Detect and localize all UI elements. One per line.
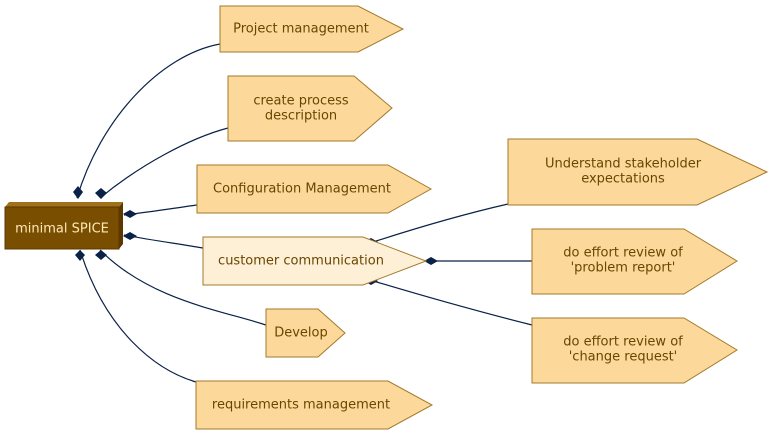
edge-cc-change-request xyxy=(369,279,533,326)
edge-root-develop xyxy=(99,249,267,326)
diamond-marker xyxy=(95,188,107,199)
node-shape xyxy=(195,380,434,430)
diamond-marker xyxy=(424,257,438,265)
node-label-line-1: do effort review of xyxy=(563,335,683,350)
root-node-side xyxy=(119,202,123,249)
diamond-marker xyxy=(123,232,137,240)
node-shape xyxy=(196,164,433,214)
node-shape xyxy=(227,75,393,142)
node-label-line-1: Understand stakeholder xyxy=(545,157,702,172)
edges xyxy=(76,43,533,383)
node-label: Develop xyxy=(274,326,328,341)
node-understand-stakeholder-expectations[interactable]: Understand stakeholder expectations xyxy=(507,138,769,206)
node-effort-review-problem-report[interactable]: do effort review of 'problem report' xyxy=(531,228,738,295)
node-label-line-1: do effort review of xyxy=(563,246,683,261)
diamond-marker xyxy=(123,210,137,218)
edge-root-create-process-description xyxy=(99,127,229,199)
node-label: Project management xyxy=(233,22,369,37)
node-shape xyxy=(531,228,738,295)
edge-root-project-management xyxy=(76,43,221,199)
node-shape xyxy=(202,236,428,286)
node-label-line-2: 'change request' xyxy=(569,350,678,365)
node-shape xyxy=(531,317,738,384)
node-project-management[interactable]: Project management xyxy=(219,5,405,53)
edge-root-requirements-management xyxy=(79,249,197,383)
diamond-marker xyxy=(73,186,83,199)
node-develop[interactable]: Develop xyxy=(265,308,346,358)
node-label-line-1: create process xyxy=(253,94,349,109)
node-requirements-management[interactable]: requirements management xyxy=(195,380,434,430)
root-node-top xyxy=(5,202,123,207)
node-label: Configuration Management xyxy=(213,182,391,197)
node-label: customer communication xyxy=(218,254,384,269)
node-label-line-2: expectations xyxy=(581,172,665,187)
node-shape xyxy=(507,138,769,206)
node-configuration-management[interactable]: Configuration Management xyxy=(196,164,433,214)
diamond-marker xyxy=(75,250,85,261)
edge-cc-understand-stakeholder xyxy=(369,203,509,244)
node-shape xyxy=(265,308,346,358)
node-label-line-2: description xyxy=(265,109,337,124)
node-label-line-2: 'problem report' xyxy=(571,261,676,276)
node-shape xyxy=(219,5,405,53)
edge-root-customer-communication xyxy=(123,234,204,249)
node-effort-review-change-request[interactable]: do effort review of 'change request' xyxy=(531,317,738,384)
node-customer-communication[interactable]: customer communication xyxy=(202,236,428,286)
node-create-process-description[interactable]: create process description xyxy=(227,75,393,142)
diamond-marker xyxy=(95,250,107,260)
node-label: requirements management xyxy=(212,398,390,413)
root-node[interactable]: minimal SPICE xyxy=(4,202,123,250)
root-node-label: minimal SPICE xyxy=(15,222,109,237)
root-node-face xyxy=(4,206,120,250)
